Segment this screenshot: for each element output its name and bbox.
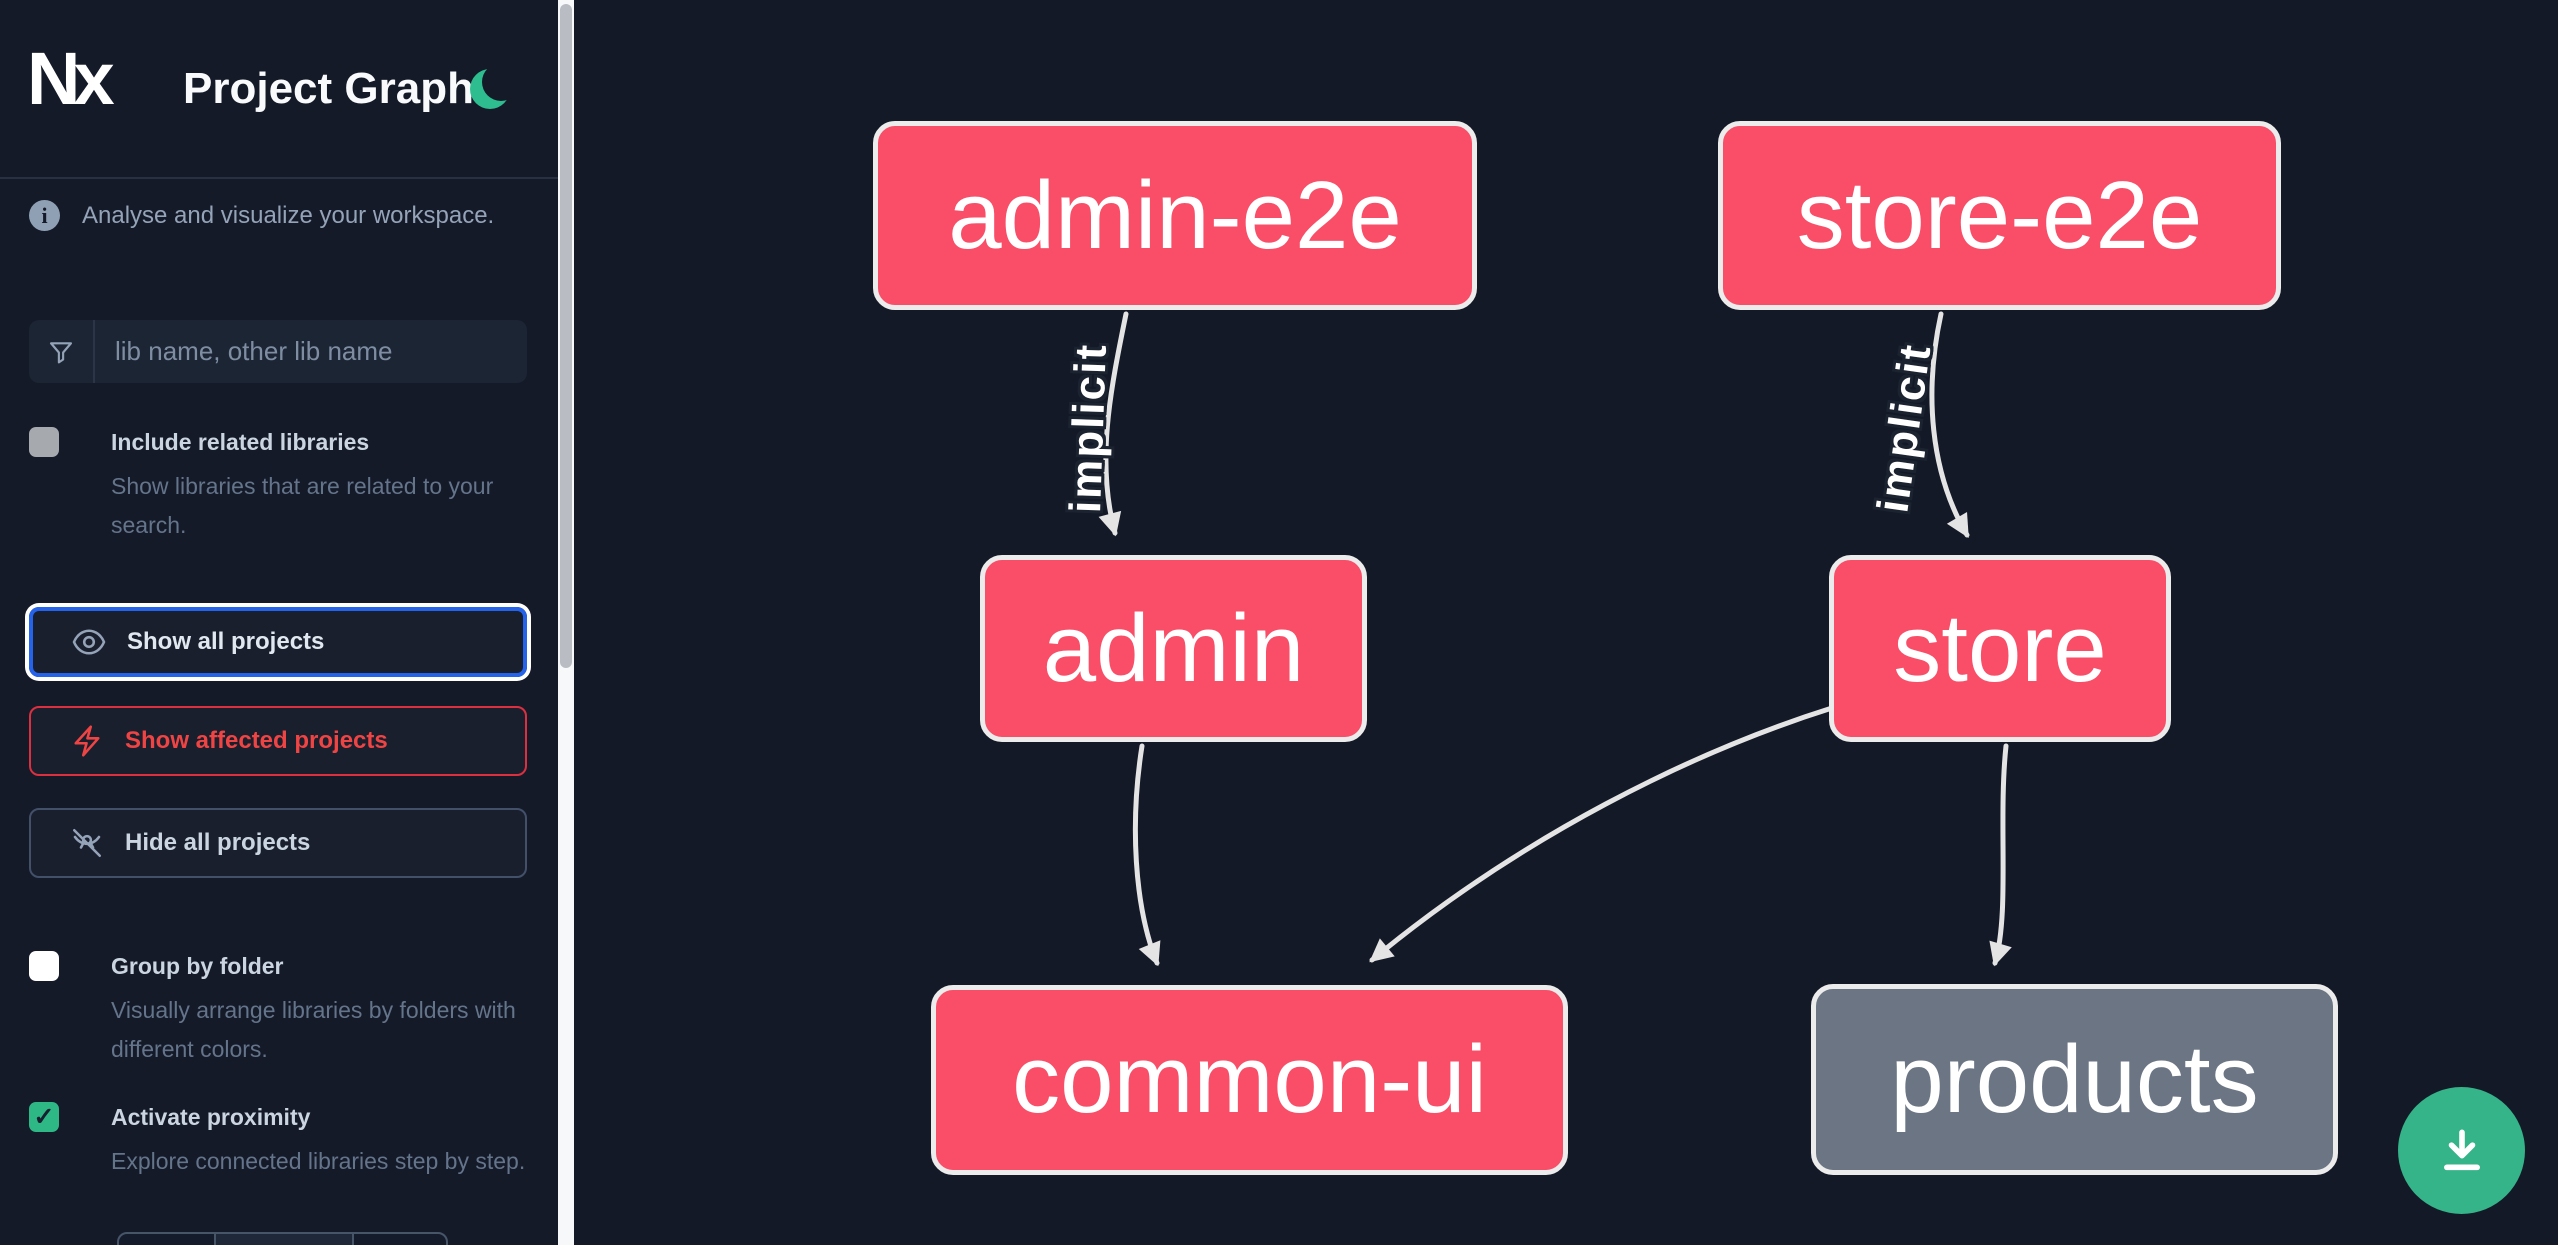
tagline-row: i Analyse and visualize your workspace. — [29, 200, 494, 231]
filter-box — [29, 320, 527, 383]
funnel-icon — [29, 320, 95, 383]
edge-store-products — [1989, 743, 2012, 967]
download-graph-button[interactable] — [2398, 1087, 2525, 1214]
theme-toggle-button[interactable] — [470, 63, 520, 109]
option-label: Activate proximity — [111, 1104, 311, 1130]
hide-all-projects-button[interactable]: Hide all projects — [29, 808, 527, 878]
button-label: Show affected projects — [125, 727, 388, 754]
edge-label-implicit: implicit — [1061, 342, 1116, 514]
nx-logo: Nx — [27, 37, 115, 120]
checkbox-activate-proximity[interactable]: ✓ — [29, 1102, 59, 1132]
edge-store-common-ui — [1369, 705, 1835, 963]
button-label: Hide all projects — [125, 829, 311, 856]
tagline-text: Analyse and visualize your workspace. — [82, 201, 495, 229]
sidebar-scrollbar[interactable] — [558, 0, 574, 1245]
proximity-degree-stepper — [117, 1232, 448, 1245]
download-icon — [2443, 1129, 2480, 1170]
option-description: Explore connected libraries step by step… — [111, 1148, 526, 1174]
eye-off-icon — [72, 828, 102, 858]
node-common-ui[interactable]: common-ui — [931, 985, 1568, 1175]
increment-button[interactable] — [354, 1234, 446, 1245]
checkbox-group-by-folder[interactable] — [29, 951, 59, 981]
show-affected-projects-button[interactable]: Show affected projects — [29, 706, 527, 776]
option-label: Include related libraries — [111, 429, 370, 455]
scrollbar-thumb[interactable] — [560, 4, 572, 668]
option-description: Visually arrange libraries by folders wi… — [111, 997, 516, 1062]
option-description: Show libraries that are related to your … — [111, 473, 494, 538]
degree-value — [214, 1234, 354, 1245]
project-graph-canvas[interactable]: implicit implicit admin-e2e store-e2e ad… — [574, 0, 2558, 1245]
option-label: Group by folder — [111, 953, 284, 979]
button-label: Show all projects — [127, 628, 325, 655]
sidebar: Nx Project Graph i Analyse and visualize… — [0, 0, 558, 1245]
eye-icon — [72, 629, 106, 655]
page-title: Project Graph — [183, 64, 474, 113]
node-store-e2e[interactable]: store-e2e — [1718, 121, 2281, 310]
node-products[interactable]: products — [1811, 984, 2338, 1175]
node-store[interactable]: store — [1829, 555, 2171, 742]
header-divider — [0, 177, 558, 179]
show-all-projects-button[interactable]: Show all projects — [29, 607, 527, 677]
info-icon: i — [29, 200, 60, 231]
bolt-icon — [74, 725, 100, 757]
decrement-button[interactable] — [119, 1234, 214, 1245]
node-admin-e2e[interactable]: admin-e2e — [873, 121, 1477, 310]
edge-admin-common-ui — [1132, 743, 1161, 967]
checkbox-include-related[interactable] — [29, 427, 59, 457]
filter-input[interactable] — [95, 320, 527, 383]
node-admin[interactable]: admin — [980, 555, 1367, 742]
edge-label-implicit: implicit — [1868, 340, 1941, 516]
